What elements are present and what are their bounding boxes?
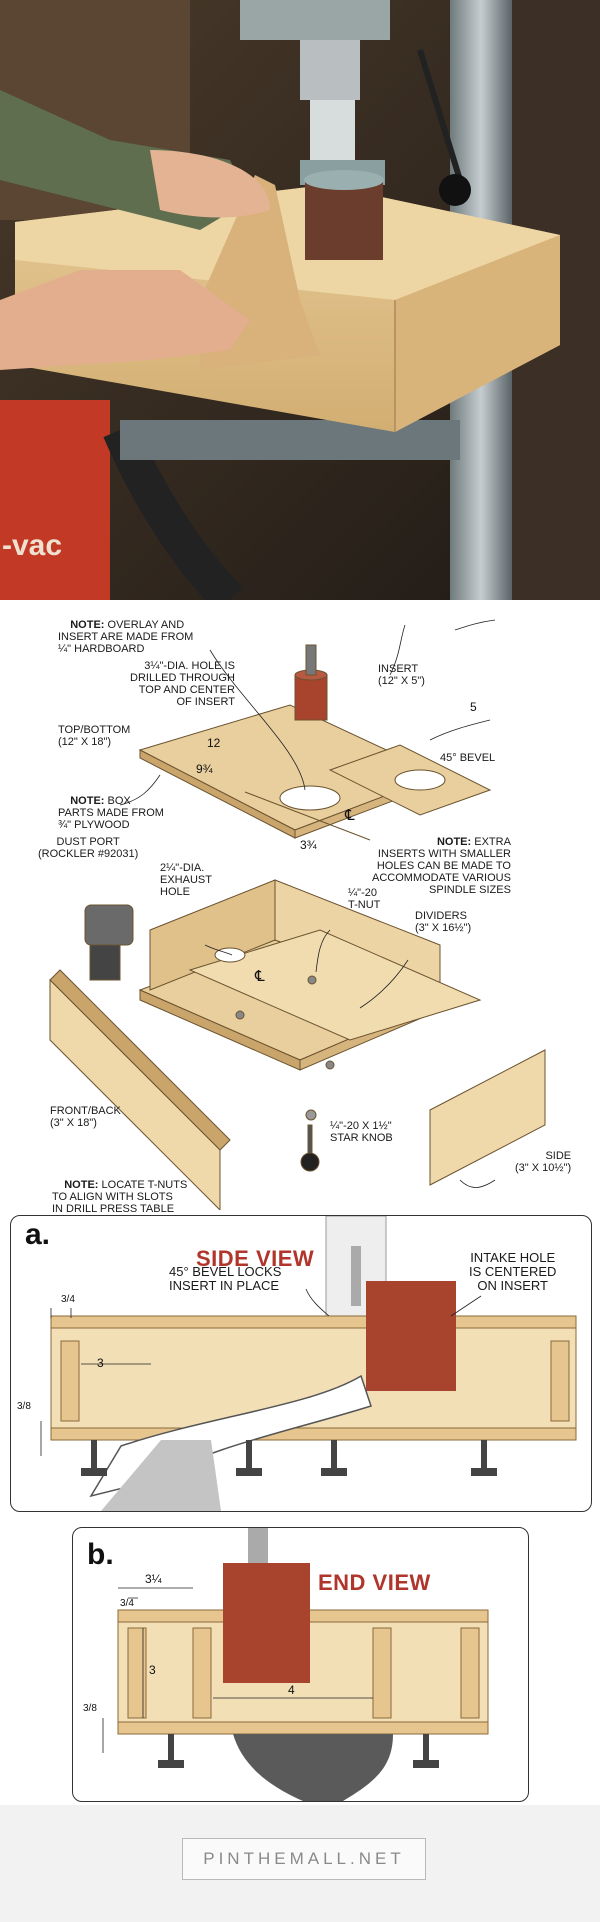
dim-9-3-4: 9¾ bbox=[196, 762, 213, 776]
end-view-dim-3-4: 3/4 bbox=[120, 1598, 134, 1609]
side-view-title: SIDE VIEW bbox=[196, 1246, 315, 1271]
side-view-intake-note: INTAKE HOLE IS CENTERED ON INSERT bbox=[469, 1250, 557, 1293]
note-tnuts-head: NOTE: bbox=[64, 1179, 99, 1191]
dim-3-3-4: 3¾ bbox=[300, 838, 317, 852]
dim-12: 12 bbox=[207, 736, 221, 750]
end-view-panel: b. END VIEW 3¼ 3/4 3 4 3/8 bbox=[72, 1527, 529, 1802]
side-view-drawing bbox=[40, 1216, 577, 1511]
end-view-letter: b. bbox=[87, 1538, 114, 1571]
note-inserts-body: EXTRA INSERTS WITH SMALLER HOLES CAN BE … bbox=[372, 836, 511, 896]
label-dust-port: DUST PORT (ROCKLER #92031) bbox=[38, 836, 139, 860]
exploded-drawing bbox=[49, 619, 546, 1212]
label-dividers: DIVIDERS (3" x 16½") bbox=[415, 910, 472, 934]
label-hole-description: 3¼"-DIA. HOLE IS DRILLED THROUGH TOP AND… bbox=[130, 660, 235, 708]
end-view-dim-3-8: 3/8 bbox=[83, 1703, 97, 1714]
end-view-dim-4: 4 bbox=[288, 1683, 295, 1697]
note-overlay-body: OVERLAY AND INSERT ARE MADE FROM ¼" HARD… bbox=[58, 619, 194, 655]
note-overlay: NOTE: OVERLAY AND INSERT ARE MADE FROM ¼… bbox=[58, 607, 193, 667]
label-exhaust-hole: 2¼"-DIA. EXHAUST HOLE bbox=[160, 862, 212, 898]
label-45-bevel: 45° BEVEL bbox=[440, 752, 496, 764]
end-view-title: END VIEW bbox=[318, 1570, 431, 1595]
end-view-dim-3-1-4: 3¼ bbox=[145, 1572, 162, 1586]
label-star-knob: ¼"-20 x 1½" STAR KNOB bbox=[330, 1120, 393, 1144]
centerline-mark-box: ℄ bbox=[255, 968, 265, 985]
exploded-diagram: NOTE: OVERLAY AND INSERT ARE MADE FROM ¼… bbox=[0, 600, 600, 1215]
label-t-nut: ¼"-20 T-NUT bbox=[348, 887, 381, 911]
vac-brand-text: -vac bbox=[2, 529, 62, 562]
photo-drill-press-sanding-box: -vac bbox=[0, 0, 600, 600]
note-extra-inserts: NOTE: EXTRA INSERTS WITH SMALLER HOLES C… bbox=[372, 824, 511, 908]
label-top-bottom: TOP/BOTTOM (12" x 18") bbox=[58, 724, 131, 748]
end-view-dim-3: 3 bbox=[149, 1663, 156, 1677]
note-box-body: BOX PARTS MADE FROM ¾" PLYWOOD bbox=[58, 795, 164, 831]
side-view-bevel-note: 45° BEVEL LOCKS INSERT IN PLACE bbox=[169, 1264, 282, 1293]
note-tnuts-body: LOCATE T-NUTS TO ALIGN WITH SLOTS IN DRI… bbox=[52, 1179, 188, 1215]
label-front-back: FRONT/BACK (3" x 18") bbox=[50, 1105, 121, 1129]
side-view-dim-3-8: 3/8 bbox=[17, 1401, 31, 1412]
note-inserts-head: NOTE: bbox=[436, 836, 472, 848]
side-view-panel: a. SIDE VIEW 45° BEVEL LOCKS INSERT IN P… bbox=[10, 1215, 592, 1512]
label-side: SIDE (3" x 10½") bbox=[515, 1150, 572, 1174]
side-view-dim-3-4: 3/4 bbox=[61, 1294, 75, 1305]
side-view-letter: a. bbox=[25, 1218, 51, 1251]
photo-illustration: -vac bbox=[0, 0, 600, 600]
note-locate-tnuts: NOTE: LOCATE T-NUTS TO ALIGN WITH SLOTS … bbox=[52, 1167, 187, 1227]
watermark[interactable]: PINTHEMALL.NET bbox=[182, 1838, 426, 1880]
note-box-parts: NOTE: BOX PARTS MADE FROM ¾" PLYWOOD bbox=[58, 783, 164, 843]
note-overlay-head: NOTE: bbox=[70, 619, 105, 631]
note-box-head: NOTE: bbox=[70, 795, 105, 807]
end-view-drawing bbox=[102, 1528, 489, 1801]
dim-insert-width: 5 bbox=[470, 700, 477, 714]
centerline-mark-top: ℄ bbox=[345, 807, 355, 824]
side-view-dim-3: 3 bbox=[97, 1356, 104, 1370]
label-insert: INSERT (12" x 5") bbox=[378, 663, 425, 687]
